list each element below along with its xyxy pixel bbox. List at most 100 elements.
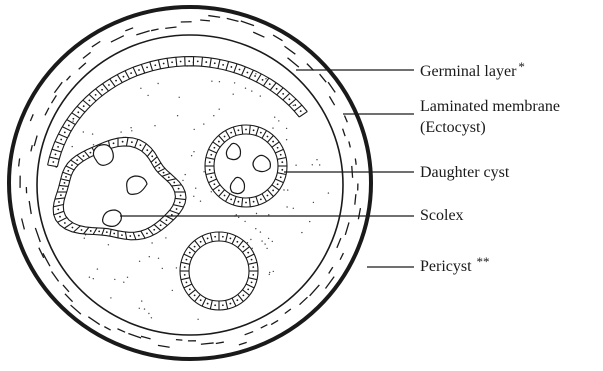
stipple-dot xyxy=(193,196,194,197)
pericyst-dash xyxy=(128,334,141,339)
stipple-dot xyxy=(269,274,270,275)
daughter-cyst-bottom-nucleus xyxy=(207,238,209,240)
stipple-dot xyxy=(157,83,158,84)
daughter-cyst-right xyxy=(205,125,287,207)
germinal-nucleus xyxy=(276,88,278,90)
germinal-cell-wall xyxy=(72,113,80,118)
pericyst-dash xyxy=(52,271,59,281)
daughter-cyst-right-nucleus xyxy=(218,141,220,143)
daughter-cyst-right-nucleus xyxy=(224,195,226,197)
pericyst-dash xyxy=(19,158,20,166)
stipple-dot xyxy=(72,146,73,147)
stipple-dot xyxy=(92,133,93,134)
pericyst-dash xyxy=(208,16,220,18)
germinal-nucleus xyxy=(300,110,302,112)
brood-nucleus xyxy=(160,224,162,226)
daughter-cyst-bottom-nucleus xyxy=(222,304,224,306)
daughter-cyst-right-nucleus xyxy=(213,147,215,149)
brood-nucleus xyxy=(173,182,175,184)
daughter-cyst-bottom-nucleus xyxy=(214,236,216,238)
stipple-dot xyxy=(219,81,220,82)
stipple-dot xyxy=(139,308,140,309)
pericyst-dash xyxy=(141,336,151,339)
germinal-nucleus xyxy=(197,60,199,62)
daughter-cyst-bottom-nucleus xyxy=(236,299,238,301)
stipple-dot xyxy=(151,242,152,243)
pericyst-dash xyxy=(325,277,334,289)
brood-nucleus xyxy=(153,229,155,231)
germinal-nucleus xyxy=(230,66,232,68)
daughter-cyst-bottom-nucleus xyxy=(189,252,191,254)
stipple-dot xyxy=(234,82,235,83)
stipple-dot xyxy=(123,282,124,283)
brood-nucleus xyxy=(122,141,124,143)
pericyst-dash xyxy=(88,317,99,325)
stipple-dot xyxy=(191,155,192,156)
stipple-dot xyxy=(244,221,245,222)
daughter-cyst-bottom-nucleus xyxy=(200,299,202,301)
stipple-dot xyxy=(151,317,152,318)
stipple-dot xyxy=(261,240,262,241)
pericyst-dash xyxy=(136,31,149,35)
pericyst-dash xyxy=(284,46,295,54)
laminated-membrane-label: Laminated membrane (Ectocyst) xyxy=(420,98,560,137)
stipple-dot xyxy=(260,95,261,96)
stipple-dot xyxy=(255,73,256,74)
stipple-dot xyxy=(295,165,296,166)
germinal-nucleus xyxy=(262,79,264,81)
germinal-cell-wall xyxy=(125,71,129,79)
daughter-cyst-bottom-nucleus xyxy=(251,281,253,283)
daughter-cyst-right-nucleus xyxy=(245,202,247,204)
pericyst-dash xyxy=(355,158,356,164)
stipple-dot xyxy=(141,300,142,301)
brood-nucleus xyxy=(58,201,60,203)
pericyst-dash xyxy=(320,74,327,82)
stipple-dot xyxy=(213,115,214,116)
brood-nucleus xyxy=(71,164,73,166)
stipple-dot xyxy=(278,120,279,121)
germinal-nucleus xyxy=(247,72,249,74)
brood-nucleus xyxy=(146,149,148,151)
stipple-dot xyxy=(286,128,287,129)
stipple-dot xyxy=(236,214,237,215)
brood-nucleus xyxy=(113,142,115,144)
scolex-text: Scolex xyxy=(420,207,464,224)
pericyst-dash xyxy=(355,194,356,205)
daughter-cyst-text: Daughter cyst xyxy=(420,164,509,181)
stipple-dot xyxy=(162,268,163,269)
stipple-dot xyxy=(238,217,239,218)
pericyst-dash xyxy=(165,27,176,28)
daughter-cyst-bottom-nucleus xyxy=(236,241,238,243)
pericyst-dash xyxy=(71,305,81,314)
brood-nucleus xyxy=(65,176,67,178)
stipple-dot xyxy=(313,202,314,203)
germinal-nucleus xyxy=(64,131,66,133)
stipple-dot xyxy=(273,271,274,272)
germinal-layer-text: Germinal layer xyxy=(420,63,516,80)
germinal-cell-wall xyxy=(102,84,108,91)
brood-nucleus xyxy=(140,144,142,146)
pericyst-text: Pericyst xyxy=(420,258,472,275)
stipple-dot xyxy=(211,81,212,82)
germinal-cell-wall xyxy=(55,142,64,145)
pericyst-dash xyxy=(83,52,91,58)
pericyst-dash xyxy=(158,345,170,347)
pericyst-dash xyxy=(358,208,360,219)
pericyst-dash xyxy=(51,95,56,103)
daughter-cyst-bottom-nucleus xyxy=(184,274,186,276)
daughter-cyst-bottom-nucleus xyxy=(242,294,244,296)
pericyst-dash xyxy=(329,96,334,105)
pericyst-dash xyxy=(216,342,224,343)
brood-nucleus xyxy=(106,231,108,233)
germinal-cell-wall xyxy=(167,58,169,67)
germinal-nucleus xyxy=(68,125,70,127)
germinal-cell-wall xyxy=(110,79,116,87)
daughter-cyst-bottom-nucleus xyxy=(229,238,231,240)
germinal-nucleus xyxy=(60,139,62,141)
stipple-dot xyxy=(274,117,275,118)
pericyst-dash xyxy=(340,253,343,260)
daughter-cyst-bottom-nucleus xyxy=(194,294,196,296)
germinal-nucleus xyxy=(83,105,85,107)
daughter-cyst-right-nucleus xyxy=(267,136,269,138)
brood-nucleus xyxy=(72,227,74,229)
